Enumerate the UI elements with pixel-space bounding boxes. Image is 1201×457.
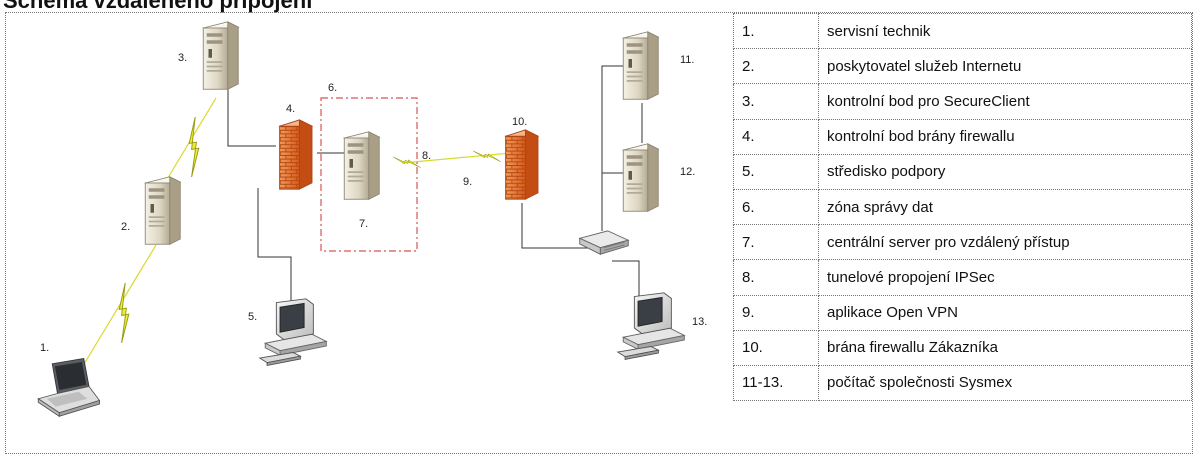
- firewall-icon: [279, 119, 313, 190]
- link-switch-13: [612, 260, 640, 303]
- data-management-zone: [320, 97, 418, 252]
- network-switch-icon: [579, 230, 629, 255]
- legend-row: 2. poskytovatel služeb Internetu: [733, 48, 1192, 85]
- central-server-icon: [343, 131, 380, 200]
- legend-row: 7. centrální server pro vzdálený přístup: [733, 224, 1192, 261]
- label-11: 11.: [680, 54, 694, 66]
- legend-row: 6. zóna správy dat: [733, 188, 1192, 226]
- connections: [227, 65, 643, 303]
- label-8: 8.: [422, 150, 431, 162]
- page-title: Schéma vzdáleného připojení: [3, 0, 313, 13]
- sysmex-server-icon: [622, 143, 659, 212]
- link-10-switch: [521, 203, 588, 249]
- legend-row: 10. brána firewallu Zákazníka: [733, 329, 1192, 366]
- legend-row: 3. kontrolní bod pro SecureClient: [733, 83, 1192, 120]
- link-4-5: [257, 188, 292, 303]
- legend-number: 3.: [733, 83, 819, 120]
- legend-row: 8. tunelové propojení IPSec: [733, 259, 1192, 296]
- label-9: 9.: [463, 176, 472, 188]
- link-switch-11: [601, 65, 624, 231]
- legend-text: počítač společnosti Sysmex: [818, 364, 1192, 402]
- firewall-icon: [505, 129, 539, 200]
- label-12: 12.: [680, 166, 695, 178]
- legend-text: kontrolní bod brány firewallu: [818, 118, 1192, 155]
- legend-number: 4.: [733, 118, 819, 155]
- legend-number: 10.: [733, 329, 819, 366]
- desktop-computer-icon: [617, 292, 685, 360]
- legend-row: 4. kontrolní bod brány firewallu: [733, 118, 1192, 155]
- legend-number: 1.: [733, 12, 819, 50]
- link-7-10: [401, 152, 512, 164]
- secureclient-server-icon: [202, 21, 239, 90]
- legend-text: tunelové propojení IPSec: [818, 259, 1192, 296]
- legend-number: 6.: [733, 188, 819, 226]
- legend-text: poskytovatel služeb Internetu: [818, 48, 1192, 85]
- link-2-1: [80, 244, 157, 370]
- figure-frame: [5, 12, 1193, 454]
- label-3: 3.: [178, 52, 187, 64]
- label-13: 13.: [692, 316, 707, 328]
- legend-row: 9. aplikace Open VPN: [733, 294, 1192, 331]
- legend-number: 7.: [733, 224, 819, 261]
- lightning-bolt-icon: [188, 117, 200, 177]
- laptop-icon: [37, 358, 100, 417]
- network-diagram: 3. 2. 1. 4. 6. 7. 8. 9. 10. 11. 12. 5. 1…: [37, 21, 707, 417]
- label-4: 4.: [286, 103, 295, 115]
- legend-text: centrální server pro vzdálený přístup: [818, 224, 1192, 261]
- legend-text: aplikace Open VPN: [818, 294, 1192, 331]
- legend-text: servisní technik: [818, 12, 1192, 50]
- label-6: 6.: [328, 82, 337, 94]
- legend-table: 1. servisní technik 2. poskytovatel služ…: [733, 12, 1192, 402]
- legend-number: 8.: [733, 259, 819, 296]
- sysmex-server-icon: [622, 31, 659, 100]
- link-3-4: [227, 73, 276, 147]
- legend-text: středisko podpory: [818, 153, 1192, 190]
- legend-text: kontrolní bod pro SecureClient: [818, 83, 1192, 120]
- legend-number: 11-13.: [733, 364, 819, 402]
- isp-server-icon: [144, 176, 181, 245]
- desktop-computer-icon: [259, 298, 327, 366]
- legend-number: 9.: [733, 294, 819, 331]
- legend-text: brána firewallu Zákazníka: [818, 329, 1192, 366]
- legend-text: zóna správy dat: [818, 188, 1192, 226]
- legend-row: 5. středisko podpory: [733, 153, 1192, 190]
- label-5: 5.: [248, 311, 257, 323]
- legend-number: 2.: [733, 48, 819, 85]
- legend-number: 5.: [733, 153, 819, 190]
- label-1: 1.: [40, 342, 49, 354]
- label-2: 2.: [121, 221, 130, 233]
- legend-row: 1. servisní technik: [733, 12, 1192, 50]
- legend-row: 11-13. počítač společnosti Sysmex: [733, 364, 1192, 402]
- label-10: 10.: [512, 116, 527, 128]
- label-7: 7.: [359, 218, 368, 230]
